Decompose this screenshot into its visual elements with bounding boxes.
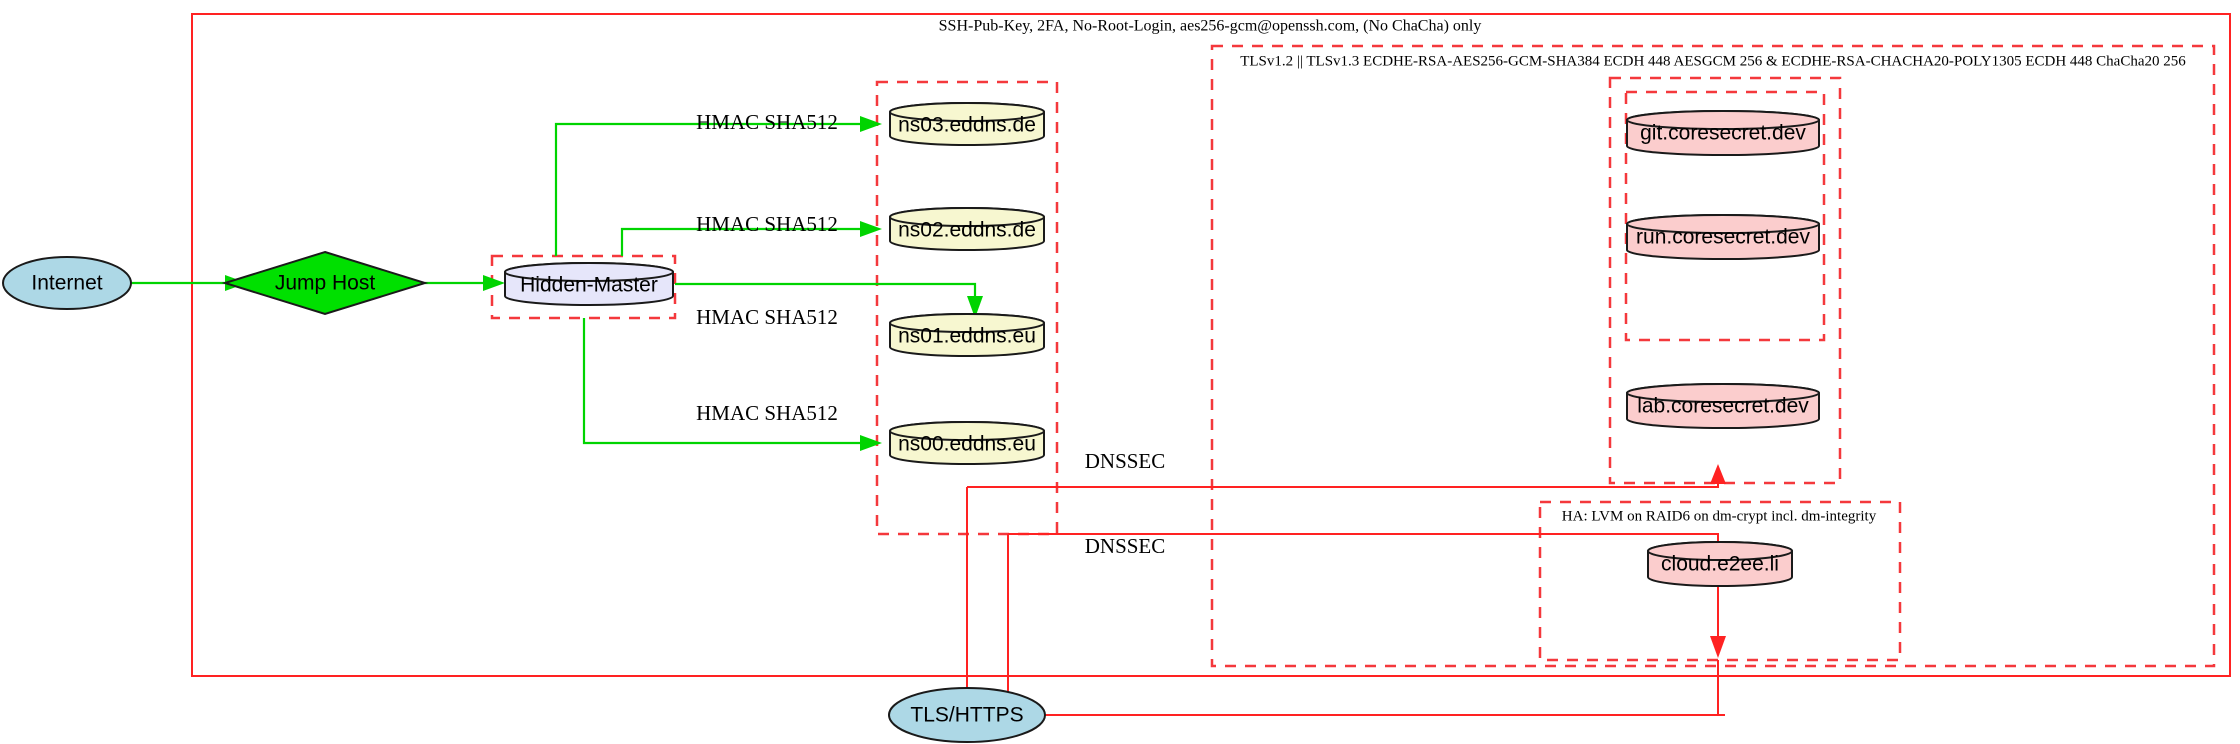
node-run-coresecret-label: run.coresecret.dev: [1636, 226, 1810, 249]
cluster-git-run-box: [1624, 90, 1826, 342]
node-ns02-label: ns02.eddns.de: [898, 219, 1036, 242]
edge-label-dnssec-lower: DNSSEC: [1085, 534, 1166, 558]
node-ns03-label: ns03.eddns.de: [898, 114, 1036, 137]
edge-dnssec-upper: [967, 464, 1726, 488]
edge-hiddenmaster-to-ns02: [620, 221, 882, 256]
edge-label-dnssec-upper: DNSSEC: [1085, 449, 1166, 473]
edge-label-hmac-ns00: HMAC SHA512: [696, 401, 838, 425]
node-lab-coresecret[interactable]: lab.coresecret.dev: [1626, 383, 1820, 429]
node-lab-coresecret-label: lab.coresecret.dev: [1637, 395, 1809, 418]
node-git-coresecret-label: git.coresecret.dev: [1640, 122, 1806, 145]
node-git-coresecret[interactable]: git.coresecret.dev: [1626, 110, 1820, 156]
ha-cluster-label: HA: LVM on RAID6 on dm-crypt incl. dm-in…: [1562, 508, 1877, 524]
node-hidden-master[interactable]: Hidden-Master: [504, 262, 674, 306]
cluster-tls-box: [1210, 44, 2216, 668]
edge-label-hmac-ns02: HMAC SHA512: [696, 212, 838, 236]
edge-jumphost-to-hiddenmaster: [425, 275, 505, 291]
node-internet[interactable]: Internet: [2, 256, 132, 310]
node-ns03[interactable]: ns03.eddns.de: [889, 102, 1045, 146]
tls-cluster-label: TLSv1.2 || TLSv1.3 ECDHE-RSA-AES256-GCM-…: [1240, 53, 2186, 69]
edge-tls-https-down: [1007, 534, 1719, 716]
node-tls-https[interactable]: TLS/HTTPS: [888, 687, 1046, 743]
node-cloud-e2ee[interactable]: cloud.e2ee.li: [1647, 541, 1793, 587]
edge-hiddenmaster-to-ns03: [554, 116, 882, 256]
node-ns00-label: ns00.eddns.eu: [898, 433, 1036, 456]
node-run-coresecret[interactable]: run.coresecret.dev: [1626, 214, 1820, 260]
node-tls-https-label: TLS/HTTPS: [910, 704, 1023, 727]
edge-label-hmac-ns01: HMAC SHA512: [696, 305, 838, 329]
node-cloud-e2ee-label: cloud.e2ee.li: [1661, 553, 1779, 576]
node-jump-host[interactable]: Jump Host: [221, 250, 429, 316]
edge-hiddenmaster-to-ns01: [675, 282, 983, 318]
node-ns01[interactable]: ns01.eddns.eu: [889, 313, 1045, 357]
node-jump-host-label: Jump Host: [275, 272, 376, 295]
node-ns02[interactable]: ns02.eddns.de: [889, 207, 1045, 251]
node-hidden-master-label: Hidden-Master: [520, 274, 658, 297]
edge-label-hmac-ns03: HMAC SHA512: [696, 110, 838, 134]
node-ns01-label: ns01.eddns.eu: [898, 325, 1036, 348]
node-ns00[interactable]: ns00.eddns.eu: [889, 421, 1045, 465]
cluster-ha-box: [1538, 500, 1902, 662]
outer-boundary: [191, 13, 2231, 677]
outer-boundary-label: SSH-Pub-Key, 2FA, No-Root-Login, aes256-…: [939, 18, 1482, 35]
edge-dnssec-lower: [1008, 533, 1726, 658]
cluster-dns-box: [875, 80, 1059, 536]
edge-hiddenmaster-to-ns00: [582, 318, 882, 451]
node-internet-label: Internet: [31, 272, 102, 295]
